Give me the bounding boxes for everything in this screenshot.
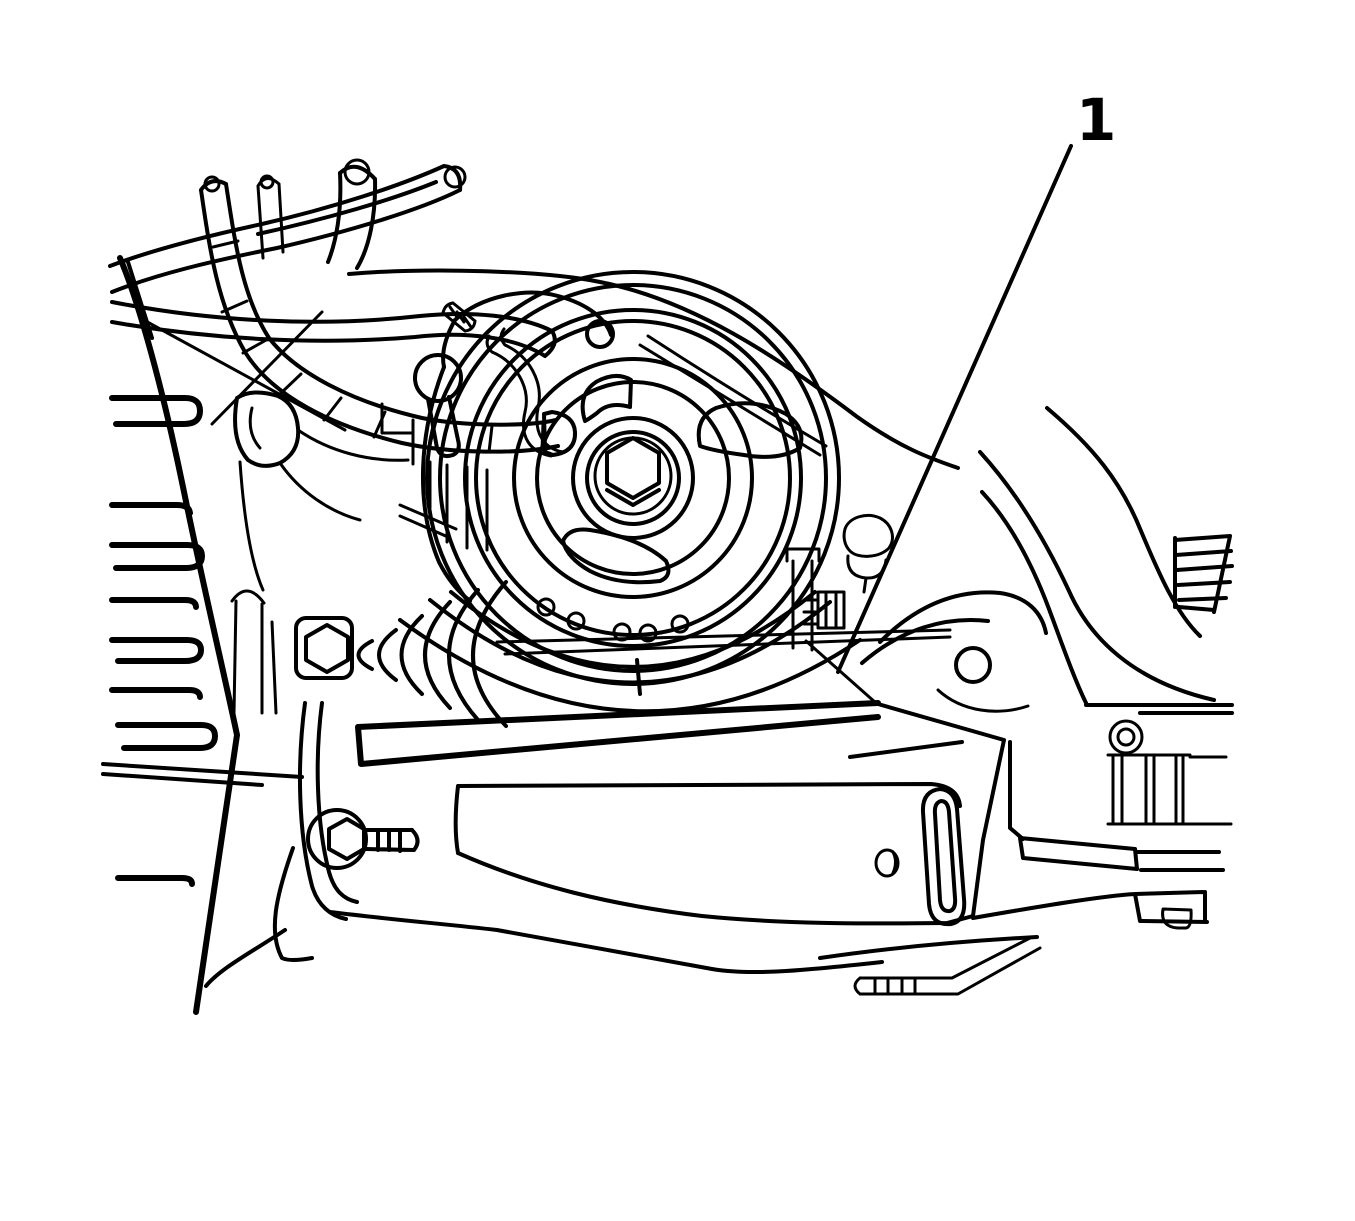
brace-right-fold [876,702,1025,918]
flywheel-ring-6 [535,380,731,576]
rim-hole [536,597,556,617]
brace-hole-shadow [891,850,897,875]
lower-right-mount [971,719,1233,930]
axle-washer-plate [294,616,354,680]
bump-stop [233,390,301,468]
housing-flange [638,334,828,457]
boss-hole [585,319,615,349]
fender-inner-edge [126,260,154,340]
housing-left-edge [420,365,472,603]
crank-nut [605,436,661,507]
step-line [971,890,1209,924]
frame-bar [1018,836,1225,872]
rocker-lines [101,762,304,787]
hanger-rod [853,935,1042,996]
support-brace [272,700,1042,996]
small-block [1161,907,1193,930]
housing-diagonal [804,639,878,705]
flywheel [425,270,841,696]
hose-end-fitting [443,165,467,189]
brace-fold-crease [848,740,964,759]
callout-leader-line [836,144,1073,674]
strut-curve-1 [1045,406,1202,638]
engine-top-outline [347,268,960,470]
mount-bolt-hole-inner [1116,727,1136,747]
tube-small [256,177,285,260]
keyhole-bracket-eye [413,353,463,403]
bump-stop-inner [248,406,262,450]
flywheel-ring-4 [474,319,792,637]
rim-hole [638,623,658,643]
strut-curve-2 [978,450,1216,702]
brace-slot [920,787,967,927]
flange-under [936,688,1030,713]
mount-slats [1106,753,1233,826]
housing-lower-arcs [398,590,862,714]
cv-axle [230,390,508,728]
brace-hole [874,848,900,878]
center-details [380,290,615,552]
mount-bolt-hole-outer [1108,719,1144,755]
brace-top-rail [355,700,881,767]
boot-rings [356,580,508,728]
sensor-body [842,514,894,594]
fender-edge [117,255,240,1015]
brace-panel [453,782,975,926]
bracket-vertical-pair [785,547,821,652]
hub-ring-inner [585,430,681,526]
frame-lines [1084,703,1234,715]
rim-holes [536,597,690,643]
knuckle-curves [860,590,1048,665]
tube-large-tip [343,158,371,186]
tube-large [326,164,378,270]
keyhole-bracket-stem [426,395,461,459]
connector-block [802,590,846,630]
rim-hole [670,614,690,634]
callout-1: 1 [836,86,1116,674]
pan-lower-outline [328,910,884,975]
fender-rib-lines [109,502,203,887]
conduit-clamp [542,410,578,457]
fender-bottom-hook [204,928,287,988]
fender-ribs [109,395,218,751]
hub-ring [571,416,695,540]
mount-bolt [327,817,420,861]
rim-hole [566,611,586,631]
callout-label: 1 [1076,86,1116,154]
cutout-upper-right [696,401,804,459]
tube-small-tip [259,174,275,190]
bell-housing [347,268,960,714]
flywheel-ring-2 [438,283,828,673]
cutout-upper-left [580,374,633,423]
under-line [818,935,1039,960]
stabilizer-link [230,589,278,715]
bump-stop-trails [238,428,410,592]
strut-curve-3 [980,490,1088,705]
mount-bolt-washer [306,808,368,870]
axle-hex-bolt [304,623,350,674]
flange-bolt-hole [954,646,992,684]
hose-upper [108,164,463,294]
pan-left-hook [272,846,314,962]
belt-edge-lines [495,628,952,656]
flywheel-ring-3 [463,308,803,648]
conduit-tip [203,175,221,193]
fender-panel [101,255,304,1015]
vent-fins [1173,534,1234,614]
right-structure [785,406,1234,715]
flywheel-ring-5 [512,357,754,599]
cutout-lower-left [561,527,671,585]
